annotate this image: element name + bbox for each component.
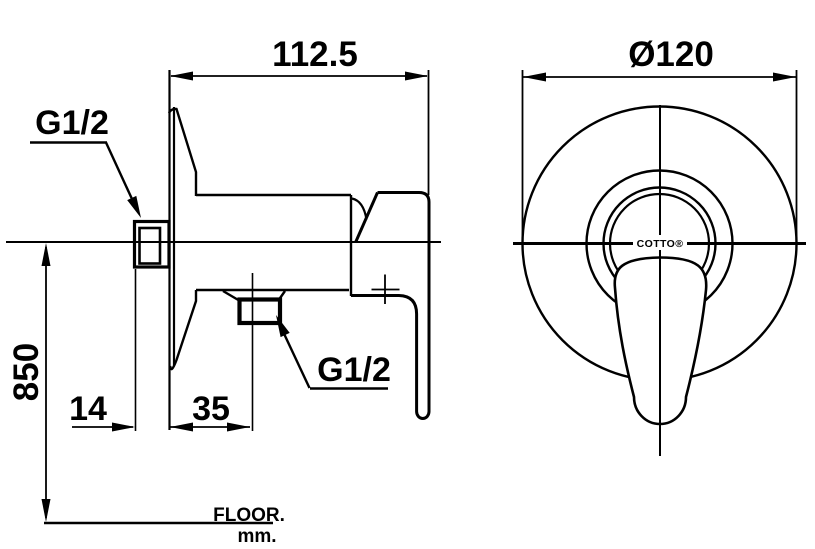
floor-reference: FLOOR. mm. — [44, 505, 285, 547]
leader-arrowhead — [127, 195, 141, 218]
dim35-arrowhead-right — [227, 422, 250, 432]
inlet-nut-inner — [138, 226, 162, 265]
inlet-thread-label: G1/2 — [35, 104, 109, 142]
inlet-nut-outer — [132, 219, 171, 269]
arrowhead-right — [405, 71, 428, 81]
brand-logo-backplate — [633, 235, 687, 250]
center-cross-mark — [371, 274, 400, 304]
floor-label: FLOOR. — [213, 505, 285, 526]
units-label: mm. — [237, 526, 276, 547]
outlet-thread-label: G1/2 — [317, 351, 391, 389]
dimension-escutcheon-diameter: Ø120 — [521, 35, 798, 238]
arrowhead-left — [523, 72, 546, 82]
dim-body-width-label: 112.5 — [272, 35, 358, 74]
handle-outline — [351, 191, 431, 420]
dim-wall-offset-label: 14 — [69, 390, 107, 428]
flange-top-profile — [167, 107, 198, 196]
dim35-arrowhead-left — [170, 422, 193, 432]
front-elevation-view: COTTO® — [513, 105, 806, 456]
dimension-wall-and-outlet-offsets: 14 35 — [69, 269, 250, 432]
dim-height-label: 850 — [7, 343, 46, 401]
outlet-thread-callout: G1/2 — [276, 315, 391, 390]
dimension-body-width: 112.5 — [170, 35, 430, 195]
dim-outlet-offset-label: 35 — [192, 390, 230, 428]
leader-arrowhead — [276, 315, 290, 338]
side-elevation-view — [6, 70, 441, 431]
dim-diameter-label: Ø120 — [628, 35, 714, 74]
dim14-arrowhead — [112, 422, 135, 432]
brand-logo: COTTO® — [637, 238, 684, 250]
flange-bottom-profile — [169, 290, 198, 371]
dimension-mounting-height: 850 — [7, 243, 51, 522]
arrowhead-down — [41, 499, 51, 522]
arrowhead-left — [170, 71, 193, 81]
valve-body-outline — [196, 193, 353, 296]
arrowhead-up — [41, 243, 51, 266]
cartridge-dome-arc — [351, 197, 368, 220]
outlet-nut — [237, 297, 283, 326]
arrowhead-right — [773, 72, 796, 82]
inlet-thread-callout: G1/2 — [30, 104, 141, 218]
